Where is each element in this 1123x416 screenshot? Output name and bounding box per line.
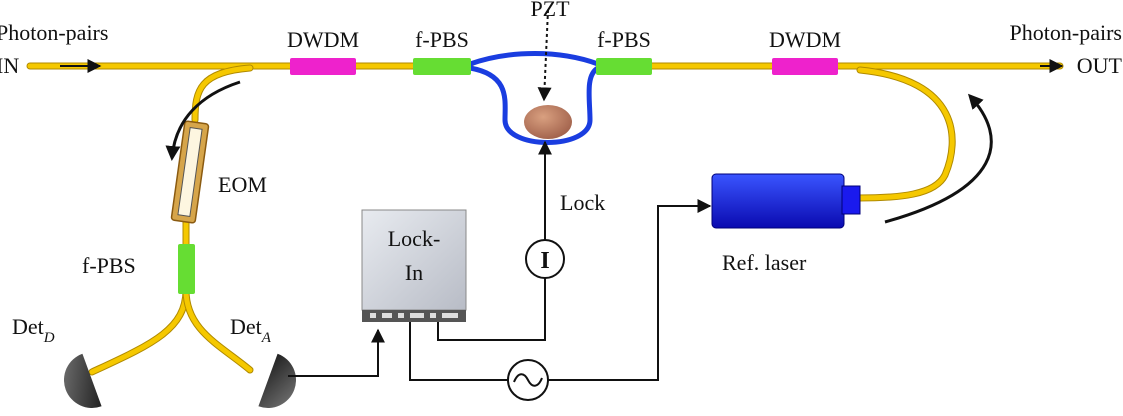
fpbs-bottom-label: f-PBS [82,253,136,278]
output-label-top: Photon-pairs [1010,20,1122,45]
oscillator-wire-left [409,322,508,381]
fpbs-bottom-block [178,244,195,294]
det-d-label: DetD [12,314,55,346]
input-label-top: Photon-pairs [0,20,108,45]
dwdm-right-label: DWDM [769,27,841,52]
eom-label: EOM [218,172,267,197]
oscillator-to-laser-wire [548,199,712,381]
fpbs-left-label: f-PBS [415,27,469,52]
lock-label: Lock [560,190,605,215]
fibers [26,62,1064,376]
interferometer [469,51,600,145]
dwdm-left-label: DWDM [287,27,359,52]
pzt-cylinder [524,105,572,139]
pzt-label: PZT [530,0,570,21]
dwdm-left-block [290,58,356,75]
eom-branch-fiber [191,64,254,124]
det-a-icon [258,353,296,408]
eom-device [170,120,210,224]
det-a-to-lockin-wire [288,328,385,377]
input-label-bottom: IN [0,53,19,78]
output-label-bottom: OUT [1077,53,1123,78]
ref-laser-device [711,173,861,229]
det-a-label: DetA [230,314,272,346]
curved-arrow-left-icon [165,80,241,161]
laser-branch-fiber [854,66,956,202]
det-d-icon [64,353,102,408]
lockin-label-line1: Lock- [388,226,441,251]
curved-arrow-right-icon [884,93,993,224]
integrator-symbol: I [540,248,549,274]
fpbs-left-block [413,58,471,75]
fpbs-right-block [596,58,652,75]
det-d-fiber [88,286,190,376]
lockin-label-line2: In [405,260,423,285]
ref-laser-label: Ref. laser [722,250,807,275]
lockin-to-integrator-wire [437,278,546,341]
integrator-icon [525,239,565,279]
lockin-box [361,209,467,322]
fpbs-right-label: f-PBS [597,27,651,52]
dwdm-right-block [772,58,838,75]
electrical-wires [288,9,712,381]
sine-wave-icon [513,373,543,387]
